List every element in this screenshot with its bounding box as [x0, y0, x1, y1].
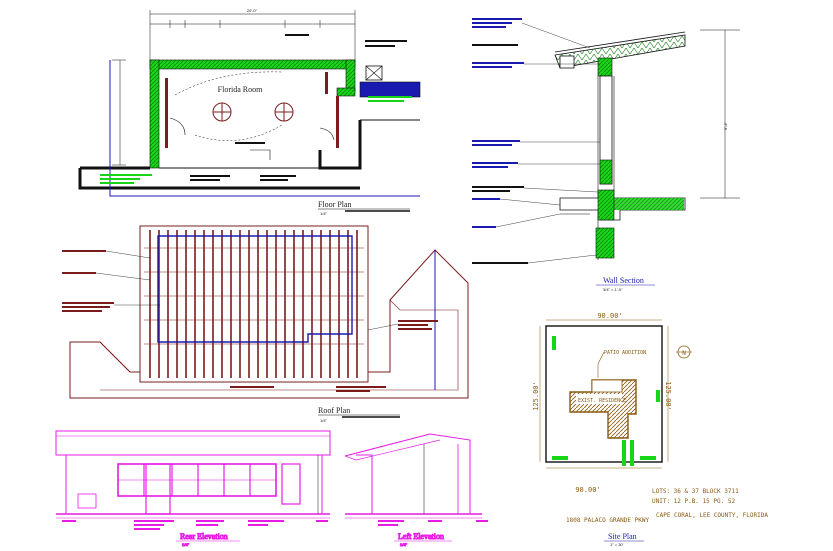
- floor-plan-notes-green: [100, 96, 412, 184]
- roof-plan-rafters: [144, 230, 364, 378]
- floor-plan-scale: 1/4": [320, 211, 328, 216]
- site-plan-left-dim: 125.00': [532, 381, 540, 411]
- room-label: Florida Room: [218, 85, 263, 94]
- site-plan-lots: LOTS: 36 & 37 BLOCK 3711: [652, 488, 739, 495]
- site-plan-address-street: 1808 PALACO GRANDE PKWY: [566, 517, 649, 524]
- site-plan: 90.00' 90.00' 125.00' 125.00' PATIO ADDI…: [532, 312, 768, 547]
- north-label: N: [682, 350, 686, 357]
- roof-plan: Roof Plan 1/4": [62, 225, 469, 423]
- site-plan-patio: [591, 379, 623, 393]
- site-plan-right-dim: 125.00': [664, 381, 672, 411]
- site-plan-existing-label: EXIST. RESIDENCE: [578, 398, 626, 404]
- wall-section: 9'-4": [472, 18, 740, 292]
- wall-section-scale: 3/4" = 1'-0": [603, 287, 623, 292]
- roof-plan-scale: 1/4": [320, 418, 328, 423]
- rear-elevation-scale: 1/4": [182, 542, 190, 547]
- site-plan-patio-label: PATIO ADDITION: [604, 350, 646, 356]
- rear-elevation-door: [145, 463, 171, 515]
- wall-section-height-dim: 9'-4": [723, 121, 728, 130]
- left-elevation: Left Elevation 1/4": [344, 433, 488, 548]
- north-arrow-icon: N: [676, 345, 692, 359]
- roof-plan-notes: [62, 250, 438, 392]
- site-plan-scale: 1" = 30': [610, 542, 624, 547]
- site-plan-bottom-dim: 90.00': [575, 486, 600, 494]
- floor-plan-footing-line: [109, 60, 420, 197]
- ceiling-fan-right: [274, 102, 294, 122]
- floor-plan-existing-wall: [78, 65, 421, 190]
- ceiling-fan-left: [212, 102, 232, 122]
- floor-plan-dimensions: [112, 10, 356, 166]
- site-plan-lot: [545, 325, 663, 463]
- site-plan-top-dim: 90.00': [597, 312, 622, 320]
- floor-plan-overall-dimension: 20'-0": [247, 8, 258, 13]
- roof-plan-addition: [139, 225, 369, 383]
- rear-elevation-title: Rear Elevation: [180, 532, 228, 541]
- left-elevation-title: Left Elevation: [398, 532, 444, 541]
- wall-section-notes: [472, 18, 600, 264]
- floor-plan-doors: [169, 117, 335, 160]
- wall-section-title: Wall Section: [603, 276, 644, 285]
- floor-plan-posts: [165, 72, 339, 148]
- wall-section-roof: [554, 34, 686, 69]
- floor-plan-title: Floor Plan: [318, 200, 352, 209]
- left-elevation-scale: 1/4": [400, 542, 408, 547]
- site-plan-address-city: CAPE CORAL, LEE COUNTY, FLORIDA: [656, 512, 768, 519]
- floor-plan-walls: [149, 59, 356, 169]
- site-plan-title: Site Plan: [608, 532, 637, 541]
- roof-plan-title: Roof Plan: [318, 406, 350, 415]
- floor-plan: 20'-0": [78, 8, 421, 216]
- floor-plan-wiring: [174, 71, 283, 141]
- wall-section-footing: [595, 227, 615, 259]
- rear-elevation: Rear Elevation 1/4": [55, 430, 331, 548]
- floor-plan-notes: [190, 34, 407, 181]
- site-plan-unit: UNIT: 12 P.B. 15 PG. 52: [652, 498, 735, 505]
